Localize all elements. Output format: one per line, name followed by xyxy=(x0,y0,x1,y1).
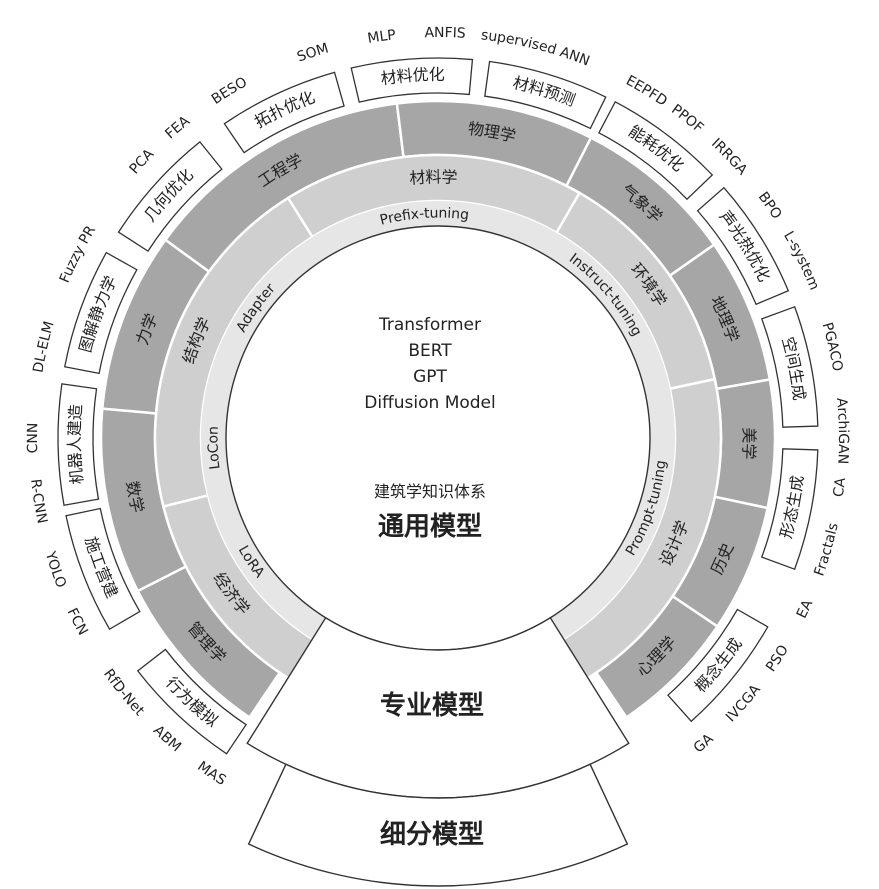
application-box xyxy=(65,507,141,631)
method-label: PPOF xyxy=(668,102,706,137)
center-model-line: Diffusion Model xyxy=(364,393,496,413)
application-box xyxy=(223,71,345,154)
method-label: CA xyxy=(831,476,849,498)
application-box xyxy=(350,57,474,103)
method-label: BESO xyxy=(209,74,250,107)
method-label: FEA xyxy=(162,113,193,143)
application-box xyxy=(667,608,769,723)
method-label: IVCGA xyxy=(723,681,764,725)
method-label: SOM xyxy=(295,40,330,65)
method-label: GA xyxy=(691,731,717,757)
fine-model-label: 细分模型 xyxy=(380,819,484,850)
method-label: L-system xyxy=(780,229,822,293)
tuning-ring-label: LoCon xyxy=(205,426,223,471)
method-label: ArchiGAN xyxy=(833,397,851,464)
discipline-ring-label: 材料学 xyxy=(409,167,458,188)
application-box xyxy=(598,100,714,201)
method-label: PGACO xyxy=(819,321,846,373)
center-model-line: GPT xyxy=(413,367,447,387)
application-box xyxy=(117,140,223,253)
method-label: MLP xyxy=(366,27,396,47)
outer-ring-label: 美学 xyxy=(739,427,759,460)
method-label: PSO xyxy=(763,642,792,675)
method-label: PCA xyxy=(126,146,157,178)
application-box xyxy=(760,448,819,571)
method-label: R-CNN xyxy=(27,478,50,525)
application-box xyxy=(136,648,247,755)
method-label: Fuzzy PR xyxy=(57,223,99,286)
center-title: 通用模型 xyxy=(378,512,482,542)
application-box xyxy=(63,251,138,375)
application-boxes-layer: 材料优化材料预测能耗优化声光热优化空间生成形态生成概念生成行为模拟施工营建机器人… xyxy=(57,57,819,755)
application-box-label: 机器人建造 xyxy=(65,404,87,486)
method-label: EEPFD xyxy=(623,73,670,110)
application-box xyxy=(57,383,100,507)
method-label: BPO xyxy=(755,189,785,222)
center-subtitle: 建筑学知识体系 xyxy=(374,482,486,501)
center-model-line: Transformer xyxy=(378,315,481,335)
specialized-model-label: 专业模型 xyxy=(380,691,484,721)
fine-model-sector xyxy=(247,763,629,887)
bottom-models-layer xyxy=(246,616,630,887)
method-label: ANFIS xyxy=(424,25,466,42)
application-box xyxy=(484,60,607,130)
method-label: DL-ELM xyxy=(30,319,57,373)
method-label: EA xyxy=(794,597,816,621)
rings-layer: 工程学物理学气象学地理学美学历史心理学管理学数学力学材料学环境学设计学经济学结构… xyxy=(99,99,777,720)
application-box-label: 材料优化 xyxy=(379,65,444,88)
application-box xyxy=(760,305,819,428)
method-label: IRRGA xyxy=(708,135,750,178)
center-core: Transformer BERT GPT Diffusion Model 建筑学… xyxy=(364,315,496,542)
application-box xyxy=(696,186,790,306)
method-label: CNN xyxy=(25,422,41,453)
core-circle xyxy=(225,225,651,651)
method-label: FCN xyxy=(64,606,91,638)
method-label: Fractals xyxy=(811,521,841,578)
center-model-line: BERT xyxy=(408,341,452,361)
method-label: ABM xyxy=(150,723,184,756)
method-label: MAS xyxy=(194,758,228,788)
method-label: YOLO xyxy=(41,549,69,590)
